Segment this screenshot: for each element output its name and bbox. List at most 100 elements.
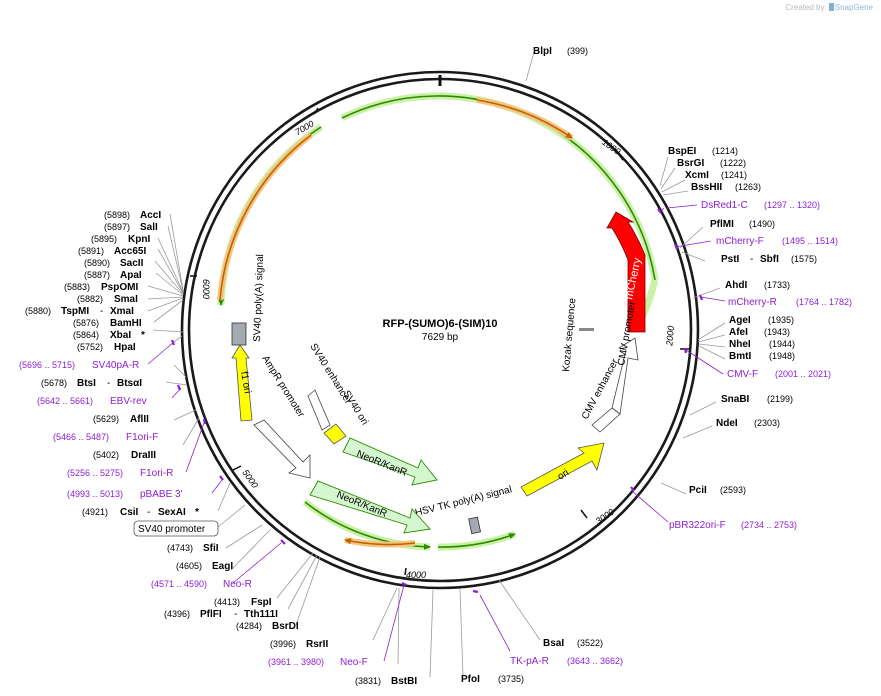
label-pspomi[interactable]: PspOMI (101, 282, 138, 293)
pos-bsrdi: (4284) (236, 621, 262, 631)
label-bsrgi[interactable]: BsrGI (677, 158, 704, 169)
label-snabi[interactable]: SnaBI (721, 394, 750, 405)
label-sfii[interactable]: SfiI (203, 543, 219, 554)
label-neo-r[interactable]: Neo-R (223, 579, 252, 590)
pos-f1ori-r: (5256 .. 5275) (67, 468, 123, 478)
primer-sites (170, 208, 704, 594)
label-psti[interactable]: PstI (721, 254, 740, 265)
label-neo-f[interactable]: Neo-F (340, 657, 368, 668)
label-mcherry-r[interactable]: mCherry-R (728, 297, 777, 308)
sv40-polya-feature[interactable]: SV40 poly(A) signal (231, 254, 266, 346)
pos-pcii: (2593) (720, 485, 746, 495)
ampr-promoter-feature[interactable]: AmpR promoter (253, 354, 311, 479)
pos-bsrgi: (1222) (720, 158, 746, 168)
sv40-promoter-box[interactable]: SV40 promoter (133, 520, 219, 537)
label-xbai[interactable]: XbaI (110, 330, 131, 341)
orange-arcs (217, 97, 574, 548)
label-pbabe3[interactable]: pBABE 3' (140, 489, 183, 500)
pos-apai: (5887) (84, 270, 110, 280)
label-bstbi[interactable]: BstBI (391, 676, 417, 687)
label-eagi[interactable]: EagI (212, 561, 233, 572)
label-agei[interactable]: AgeI (729, 315, 751, 326)
label-ebv-rev[interactable]: EBV-rev (110, 396, 147, 407)
label-draiii[interactable]: DraIII (131, 450, 156, 461)
label-pflfi[interactable]: PflFI (200, 609, 222, 620)
pos-dsred1-c: (1297 .. 1320) (764, 200, 820, 210)
label-pcii[interactable]: PciI (689, 485, 707, 496)
label-smai[interactable]: SmaI (114, 294, 138, 305)
label-aflii[interactable]: AflII (130, 414, 149, 425)
label-pbr322ori-f[interactable]: pBR322ori-F (669, 520, 726, 531)
snapgene-logo-icon (828, 3, 834, 11)
label-pflmi[interactable]: PflMI (710, 219, 734, 230)
label-xcmi[interactable]: XcmI (685, 170, 709, 181)
label-blpi[interactable]: BlpI (533, 46, 552, 57)
label-f1ori-f[interactable]: F1ori-F (126, 432, 158, 443)
pos-pbr322ori-f: (2734 .. 2753) (741, 520, 797, 530)
label-tk-pa-r[interactable]: TK-pA-R (510, 656, 549, 667)
label-sali[interactable]: SalI (140, 222, 158, 233)
plasmid-name: RFP-(SUMO)6-(SIM)10 (383, 318, 498, 330)
pos-acc65i: (5891) (78, 246, 104, 256)
pos-bsai: (3522) (577, 638, 603, 648)
pos-xbai: (5864) (73, 330, 99, 340)
label-sv40pa-r[interactable]: SV40pA-R (92, 360, 139, 371)
ori-feature[interactable]: ori (520, 442, 605, 497)
label-btsi[interactable]: BtsI (77, 378, 96, 389)
pos-acci: (5898) (104, 210, 130, 220)
label-tspmi[interactable]: TspMI (61, 306, 89, 317)
neor-kanr-feature-2[interactable]: NeoR/KanR (309, 480, 431, 534)
kozak-feature[interactable]: Kozak sequence (561, 297, 594, 372)
label-btsai[interactable]: BtsαI (117, 378, 142, 389)
label-kpni[interactable]: KpnI (128, 234, 150, 245)
sep-tspmi: - (100, 306, 103, 317)
label-bspei[interactable]: BspEI (668, 146, 697, 157)
label-bmti[interactable]: BmtI (729, 351, 751, 362)
pos-draiii: (5402) (93, 450, 119, 460)
label-bsrdi[interactable]: BsrDI (272, 621, 299, 632)
hsv-tk-polya-label: HSV TK poly(A) signal (414, 484, 513, 519)
label-rsrii[interactable]: RsrII (306, 639, 328, 650)
label-tth111i[interactable]: Tth111I (244, 609, 278, 620)
label-bsshii[interactable]: BssHII (691, 182, 722, 193)
label-mcherry-f[interactable]: mCherry-F (716, 236, 764, 247)
label-ndei[interactable]: NdeI (716, 418, 738, 429)
pos-mcherry-r: (1764 .. 1782) (796, 297, 852, 307)
pos-sv40pa-r: (5696 .. 5715) (19, 360, 75, 370)
pos-csii: (4921) (82, 507, 108, 517)
label-bamhi[interactable]: BamHI (110, 318, 142, 329)
label-acci[interactable]: AccI (140, 210, 161, 221)
label-nhei[interactable]: NheI (729, 339, 751, 350)
pos-bamhi: (5876) (73, 318, 99, 328)
label-ahdi[interactable]: AhdI (725, 280, 747, 291)
pos-rsrii: (3996) (270, 639, 296, 649)
label-dsred1-c[interactable]: DsRed1-C (701, 200, 748, 211)
pos-f1ori-f: (5466 .. 5487) (53, 432, 109, 442)
sv40-enhancer-feature[interactable]: SV40 enhancer (307, 342, 354, 431)
label-apai[interactable]: ApaI (120, 270, 142, 281)
mcherry-feature[interactable]: mCherry (606, 211, 646, 333)
label-xmai[interactable]: XmaI (110, 306, 134, 317)
label-afei[interactable]: AfeI (729, 327, 748, 338)
label-hpai[interactable]: HpaI (114, 342, 136, 353)
sv40-ori-feature[interactable]: SV40 ori (323, 389, 370, 445)
pos-neo-f: (3961 .. 3980) (268, 657, 324, 667)
pos-sfii: (4743) (167, 543, 193, 553)
label-cmv-f[interactable]: CMV-F (727, 369, 758, 380)
neor-kanr-feature-1[interactable]: NeoR/KanR (342, 437, 438, 486)
label-sbfi[interactable]: SbfI (760, 254, 779, 265)
label-fspi[interactable]: FspI (251, 597, 272, 608)
label-sacii[interactable]: SacII (120, 258, 144, 269)
ori-label: ori (556, 467, 571, 482)
label-sv40-promoter: SV40 promoter (138, 524, 206, 535)
label-csii[interactable]: CsiI (120, 507, 139, 518)
label-acc65i[interactable]: Acc65I (114, 246, 146, 257)
label-f1ori-r[interactable]: F1ori-R (140, 468, 173, 479)
cmv-promoter-feature[interactable]: CMV promoter (611, 300, 639, 415)
hsv-tk-polya-feature[interactable]: HSV TK poly(A) signal (414, 484, 513, 535)
f1-ori-feature[interactable]: f1 ori (231, 344, 253, 422)
label-sexai[interactable]: SexAI (158, 507, 186, 518)
label-bsai[interactable]: BsaI (543, 638, 564, 649)
sv40-ori-label: SV40 ori (340, 389, 370, 427)
label-pfoi[interactable]: PfoI (461, 674, 480, 685)
